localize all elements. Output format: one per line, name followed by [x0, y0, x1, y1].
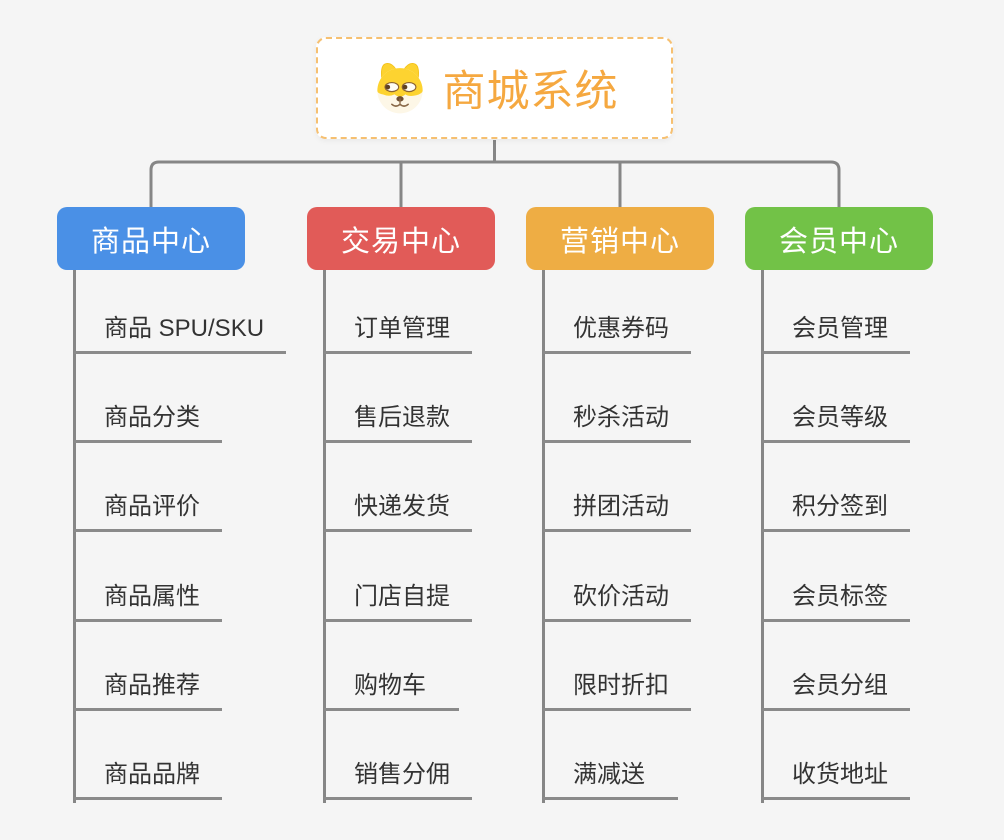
subtopic[interactable]: 积分签到 [762, 443, 910, 533]
branch-node-trade-center[interactable]: 交易中心 [307, 207, 495, 270]
subtopic[interactable]: 砍价活动 [543, 532, 691, 622]
subtopic[interactable]: 满减送 [543, 711, 678, 800]
branch-items: 商品 SPU/SKU 商品分类 商品评价 商品属性 商品推荐 商品品牌 [74, 270, 287, 800]
branch-member-center: 会员中心 会员管理 会员等级 积分签到 会员标签 会员分组 收货地址 [745, 207, 933, 803]
branch-trade-center: 交易中心 订单管理 售后退款 快递发货 门店自提 购物车 销售分佣 [307, 207, 495, 803]
subtopic[interactable]: 售后退款 [324, 354, 472, 444]
subtopic[interactable]: 会员分组 [762, 622, 910, 711]
branch-node-marketing-center[interactable]: 营销中心 [526, 207, 714, 270]
subtopic[interactable]: 商品品牌 [74, 711, 222, 800]
subtopic[interactable]: 商品 SPU/SKU [74, 270, 287, 354]
subtopic[interactable]: 门店自提 [324, 532, 472, 622]
branch-node-member-center[interactable]: 会员中心 [745, 207, 933, 270]
subtopic[interactable]: 会员标签 [762, 532, 910, 622]
subtopic[interactable]: 商品分类 [74, 354, 222, 444]
subtopic[interactable]: 收货地址 [762, 711, 910, 800]
subtopic[interactable]: 商品属性 [74, 532, 222, 622]
subtopic[interactable]: 限时折扣 [543, 622, 691, 711]
subtopic[interactable]: 秒杀活动 [543, 354, 691, 444]
branch-label: 会员中心 [778, 225, 899, 258]
branch-items: 订单管理 售后退款 快递发货 门店自提 购物车 销售分佣 [324, 270, 495, 800]
branch-items: 优惠券码 秒杀活动 拼团活动 砍价活动 限时折扣 满减送 [543, 270, 714, 800]
branch-marketing-center: 营销中心 优惠券码 秒杀活动 拼团活动 砍价活动 限时折扣 满减送 [526, 207, 714, 803]
trunk-line [541, 270, 545, 803]
branch-items: 会员管理 会员等级 积分签到 会员标签 会员分组 收货地址 [762, 270, 933, 800]
branch-label: 营销中心 [559, 225, 680, 258]
dog-face-icon [376, 62, 423, 114]
trunk-line [760, 270, 764, 803]
branch-node-product-center[interactable]: 商品中心 [57, 207, 245, 270]
branch-product-center: 商品中心 商品 SPU/SKU 商品分类 商品评价 商品属性 商品推荐 商品品牌 [57, 207, 287, 803]
branch-label: 交易中心 [340, 225, 461, 258]
subtopic[interactable]: 商品推荐 [74, 622, 222, 711]
trunk-line [322, 270, 326, 803]
subtopic[interactable]: 优惠券码 [543, 270, 691, 354]
bus-line [149, 160, 841, 207]
root-title: 商城系统 [442, 68, 619, 116]
subtopic[interactable]: 销售分佣 [324, 711, 472, 800]
subtopic[interactable]: 拼团活动 [543, 443, 691, 533]
branch-label: 商品中心 [90, 225, 211, 258]
subtopic[interactable]: 商品评价 [74, 443, 222, 533]
subtopic[interactable]: 订单管理 [324, 270, 472, 354]
subtopic[interactable]: 会员管理 [762, 270, 910, 354]
trunk-line [72, 270, 76, 803]
subtopic[interactable]: 购物车 [324, 622, 459, 711]
subtopic[interactable]: 会员等级 [762, 354, 910, 444]
root-topic[interactable]: 商城系统 [316, 37, 673, 139]
subtopic[interactable]: 快递发货 [324, 443, 472, 533]
